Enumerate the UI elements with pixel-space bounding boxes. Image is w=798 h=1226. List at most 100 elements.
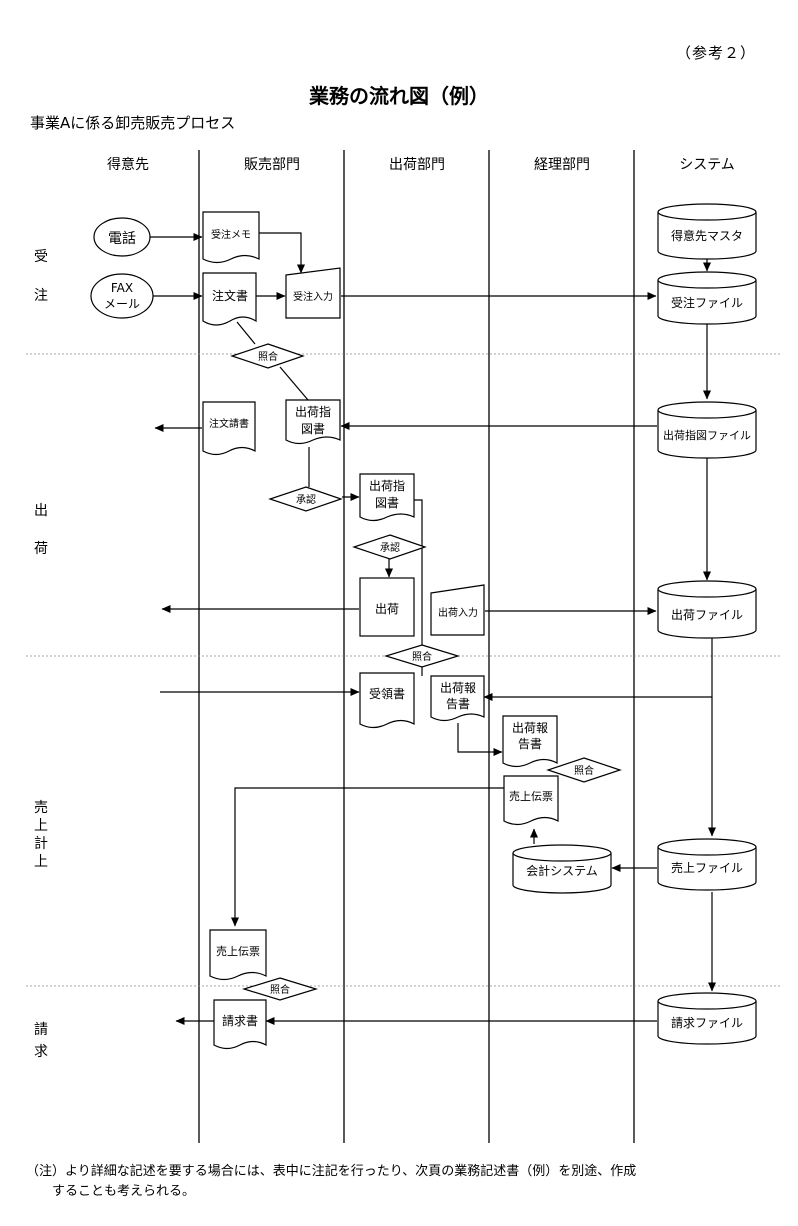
node-match1 [230, 343, 305, 369]
label-fax-2: メール [104, 297, 140, 311]
phase-sales-char-4: 上 [34, 854, 48, 870]
node-ship-instr-ship [359, 473, 415, 522]
node-order-ack [202, 401, 256, 456]
line-match1-to-instr [279, 366, 309, 401]
node-order-file-body [657, 280, 757, 325]
label-ship-report-ship-1: 出荷報 [440, 681, 476, 695]
node-customer-master-top [657, 203, 757, 221]
lane-header-shipping: 出荷部門 [389, 157, 445, 173]
node-billing-file-top [657, 992, 757, 1010]
node-accounting-system-body [512, 853, 612, 894]
arrow-slip-to-sales-slip [231, 787, 504, 927]
label-receipt: 受領書 [369, 686, 405, 701]
label-match3: 照合 [574, 764, 594, 777]
node-phone [93, 217, 151, 257]
label-ship-instr-ship-1: 出荷指 [369, 478, 405, 493]
footnote-line-2: することも考えられる。 [52, 1184, 196, 1199]
label-match1: 照合 [258, 350, 278, 363]
phase-billing-char-2: 求 [34, 1044, 48, 1060]
node-sales-slip-acct [503, 775, 559, 826]
label-order-memo: 受注メモ [211, 228, 251, 241]
label-order-form: 注文書 [212, 288, 248, 303]
phase-sales-char-3: 計 [34, 836, 48, 852]
label-customer-master: 得意先マスタ [671, 228, 743, 243]
label-billing-file: 請求ファイル [671, 1016, 743, 1030]
label-approve2: 承認 [380, 541, 400, 554]
phase-sales-char-1: 売 [34, 800, 48, 816]
node-invoice [213, 999, 267, 1050]
label-order-input: 受注入力 [293, 290, 333, 303]
label-phone: 電話 [108, 230, 136, 247]
node-sales-file-top [657, 838, 757, 856]
label-fax-1: FAX [111, 281, 133, 295]
node-billing-file-body [657, 1001, 757, 1045]
line-order-form-to-match1 [236, 321, 256, 345]
label-ship-report-acct-2: 告書 [518, 737, 542, 751]
arrow-memo-to-input [259, 232, 305, 274]
node-customer-master-body [657, 212, 757, 260]
label-ship-file: 出荷ファイル [671, 608, 743, 622]
shapes [90, 203, 757, 1050]
lane-header-sales: 販売部門 [244, 157, 300, 173]
node-sales-file-body [657, 847, 757, 891]
node-ship-file-top [657, 580, 757, 598]
node-match2 [383, 644, 461, 668]
label-sales-file: 売上ファイル [671, 860, 743, 875]
connectors [150, 232, 716, 1025]
label-order-ack: 注文請書 [209, 417, 249, 430]
label-ship-report-ship-2: 告書 [446, 697, 470, 711]
label-sales-slip-acct: 売上伝票 [509, 790, 553, 803]
arrow-report-to-acct-report [457, 723, 503, 756]
node-order-file-top [657, 271, 757, 289]
node-order-memo [202, 211, 260, 264]
node-accounting-system-top [512, 844, 612, 862]
lane-header-accounting: 経理部門 [534, 157, 590, 173]
node-ship-report-acct [502, 715, 558, 768]
phase-billing-char-1: 請 [34, 1022, 48, 1038]
label-ship-report-acct-1: 出荷報 [512, 721, 548, 735]
label-ship-instr-ship-2: 図書 [375, 496, 399, 510]
node-order-input [285, 267, 341, 319]
phase-order-char-1: 受 [34, 249, 48, 265]
node-order-form [202, 272, 257, 326]
node-ship-instr-sales [285, 399, 341, 445]
label-ship-input: 出荷入力 [438, 606, 478, 619]
node-ship-input [430, 584, 485, 636]
label-accounting-system: 会計システム [526, 863, 598, 878]
node-match4 [241, 977, 319, 1001]
label-match4: 照合 [270, 983, 290, 996]
footnote-line-1: （注）より詳細な記述を要する場合には、表中に注記を行ったり、次頁の業務記述書（例… [26, 1164, 637, 1179]
page-subtitle: 事業Aに係る卸売販売プロセス [30, 114, 236, 132]
node-ship-instr-file-body [657, 410, 757, 459]
node-ship-instr-file-top [657, 401, 757, 419]
phase-shipping-char-1: 出 [34, 503, 48, 519]
phase-shipping-char-2: 荷 [34, 541, 48, 557]
lane-header-customer: 得意先 [107, 157, 149, 173]
label-shipment: 出荷 [375, 602, 399, 616]
node-ship-report-ship [430, 675, 485, 722]
label-match2: 照合 [412, 650, 432, 663]
label-ship-instr-sales-2: 図書 [301, 422, 325, 436]
label-invoice: 請求書 [222, 1014, 258, 1028]
node-shipment [359, 577, 415, 637]
node-fax [90, 273, 154, 319]
phase-order-char-2: 注 [34, 288, 48, 304]
node-match3 [546, 757, 622, 783]
label-approve1: 承認 [296, 493, 316, 506]
shape-labels: 電話 FAX メール 受注メモ 注文書 受注入力 得意先マスタ 受注ファイル 照… [104, 228, 751, 1030]
label-sales-slip-sales: 売上伝票 [216, 945, 260, 958]
node-approve1 [268, 486, 343, 512]
lane-header-system: システム [679, 157, 735, 173]
lane-lines [198, 150, 635, 1143]
line-instr-ship-to-match2 [414, 499, 423, 646]
node-sales-slip-sales [209, 929, 267, 981]
reference-label: （参考２） [676, 44, 757, 62]
label-ship-instr-sales-1: 出荷指 [295, 404, 331, 419]
node-approve2 [352, 534, 427, 560]
node-receipt [359, 672, 415, 729]
arrow-ship-file-to-report [483, 637, 713, 701]
page-title: 業務の流れ図（例） [309, 84, 489, 108]
phase-sales-char-2: 上 [34, 818, 48, 834]
node-ship-file-body [657, 589, 757, 639]
